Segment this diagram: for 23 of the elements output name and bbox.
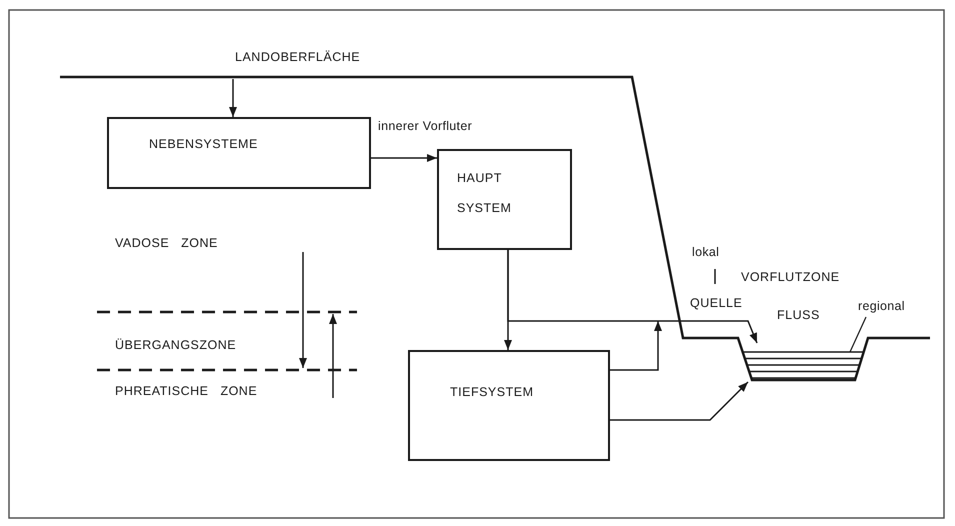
zone-label: VORFLUTZONE — [741, 270, 840, 284]
box-label: NEBENSYSTEME — [149, 136, 258, 153]
arrow — [371, 154, 437, 162]
zone-label: PHREATISCHE ZONE — [115, 384, 258, 398]
arrow — [610, 321, 662, 371]
river-water — [742, 351, 864, 379]
scale-label: regional — [858, 299, 905, 313]
system-box — [408, 350, 610, 461]
river-label: FLUSS — [777, 308, 820, 322]
box-label: TIEFSYSTEM — [450, 384, 534, 401]
arrow — [229, 79, 237, 117]
zone-label: ÜBERGANGSZONE — [115, 338, 236, 352]
system-box — [437, 149, 572, 250]
arrow — [610, 381, 749, 421]
arrow — [658, 320, 758, 344]
surface-label: LANDOBERFLÄCHE — [235, 50, 360, 64]
spring-label: QUELLE — [690, 296, 742, 310]
box-label: HAUPT SYSTEM — [457, 170, 512, 217]
outlet-label: innerer Vorfluter — [378, 119, 472, 133]
leader-line — [849, 316, 867, 352]
zone-label: VADOSE ZONE — [115, 236, 218, 250]
system-box — [107, 117, 371, 189]
scale-label: lokal — [692, 245, 720, 259]
